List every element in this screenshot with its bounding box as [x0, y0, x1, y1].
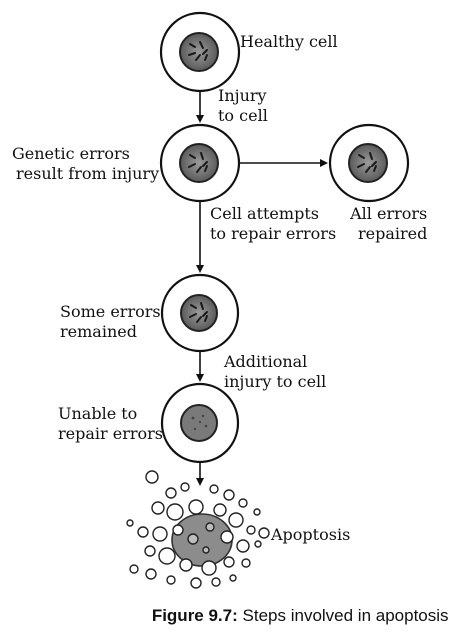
label-healthy-cell-text: Healthy cell — [240, 32, 338, 51]
caption-figure-label: Figure 9.7: — [151, 606, 238, 625]
chromatin-icon — [188, 152, 208, 173]
label-all-errors-line2: repaired — [358, 224, 428, 243]
label-attempts-line2: to repair errors — [210, 224, 337, 243]
chromatin-icon — [189, 302, 208, 323]
label-genetic-line1: Genetic errors — [12, 144, 130, 163]
label-healthy-cell: Healthy cell — [240, 32, 338, 52]
label-attempts-line1: Cell attempts — [210, 204, 319, 223]
label-all-errors-repaired: All errors repaired — [350, 204, 427, 244]
label-additional-line2: injury to cell — [224, 372, 327, 391]
figure-caption: Figure 9.7: Steps involved in apoptosis — [0, 606, 458, 626]
label-cell-attempts: Cell attempts to repair errors — [210, 204, 336, 244]
chromatin-icon — [357, 152, 377, 173]
label-apoptosis: Apoptosis — [271, 525, 350, 545]
cell-unable-to-repair — [160, 382, 240, 464]
label-apoptosis-text: Apoptosis — [271, 525, 351, 544]
label-all-errors-line1: All errors — [350, 204, 428, 223]
label-additional-line1: Additional — [224, 352, 308, 371]
label-some-errors-line2: remained — [60, 322, 137, 341]
label-injury-to-cell: Injury to cell — [218, 86, 268, 126]
label-genetic-line2: result from injury — [16, 164, 160, 183]
cell-some-errors — [160, 273, 240, 353]
label-some-errors-line1: Some errors — [60, 302, 161, 321]
label-injury-line1: Injury — [218, 86, 267, 105]
chromatin-icon — [188, 41, 208, 61]
label-unable-line1: Unable to — [58, 404, 138, 423]
label-genetic-errors: Genetic errors result from injury — [12, 144, 160, 184]
apoptosis-pointer-body — [258, 527, 270, 539]
caption-text: Steps involved in apoptosis — [242, 606, 449, 625]
label-injury-line2: to cell — [218, 106, 268, 125]
chromatin-icon — [191, 414, 208, 431]
label-some-errors: Some errors remained — [60, 302, 161, 342]
label-additional-injury: Additional injury to cell — [224, 352, 326, 392]
cell-healthy — [159, 11, 241, 93]
label-unable-line2: repair errors — [58, 424, 164, 443]
apoptotic-bodies-cluster — [126, 470, 270, 589]
label-unable-to-repair: Unable to repair errors — [58, 404, 163, 444]
cell-repaired — [328, 123, 410, 203]
cell-genetic-errors — [159, 123, 241, 203]
